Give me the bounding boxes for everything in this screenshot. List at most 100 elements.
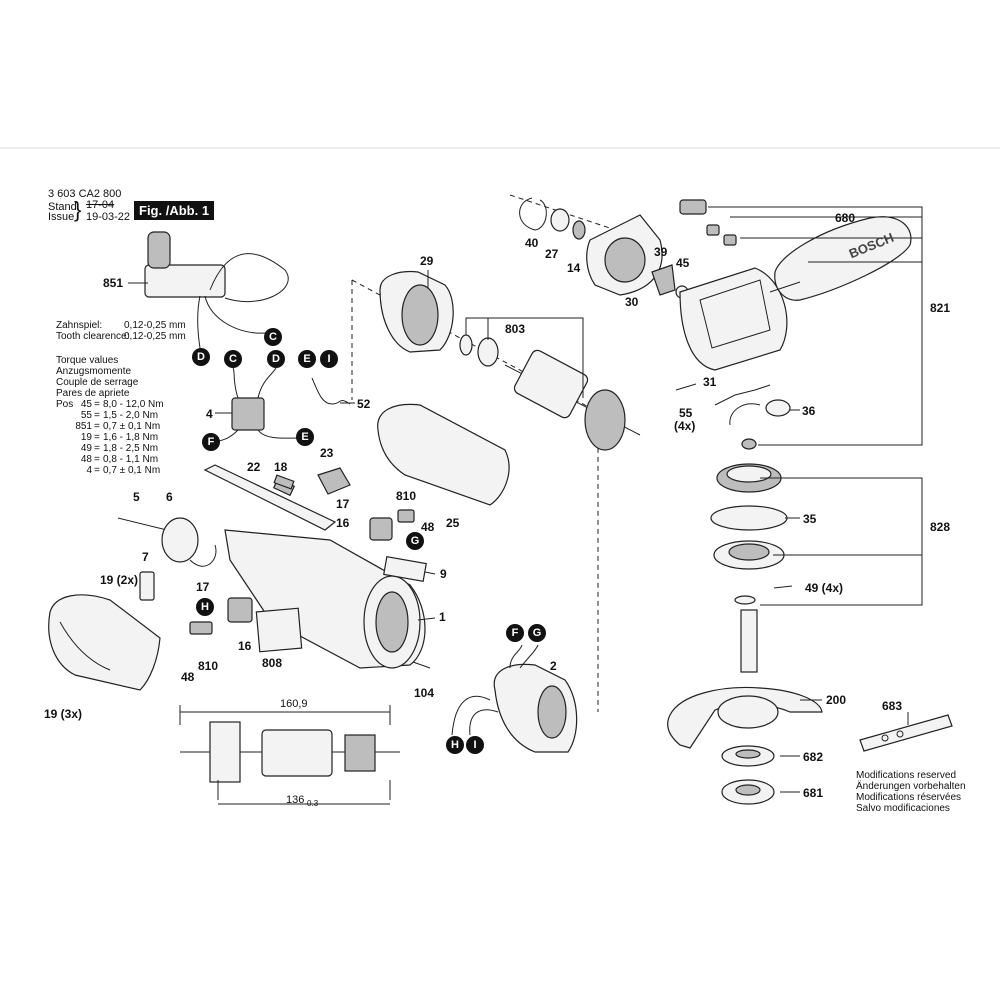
torque-value: 0,8 - 1,1 Nm xyxy=(103,454,159,465)
note-fr: Modifications réservées xyxy=(856,792,962,803)
connector-marker: F xyxy=(202,433,220,451)
torque-pos: 49 xyxy=(80,443,92,454)
part-label: 55 xyxy=(679,406,693,420)
part-label: 35 xyxy=(803,512,817,526)
part-828-gearset xyxy=(710,463,788,673)
torque-value: 1,8 - 2,5 Nm xyxy=(103,443,159,454)
part-label: 17 xyxy=(196,580,210,594)
part-label: 200 xyxy=(826,693,847,707)
part-label: 5 xyxy=(133,490,140,504)
torque-value: 0,7 ± 0,1 Nm xyxy=(103,465,161,476)
part-label: 39 xyxy=(654,245,668,259)
part-30-gear-housing xyxy=(586,214,663,296)
connector-marker: D xyxy=(192,348,210,366)
dim-core: 136-0.3 xyxy=(286,794,319,809)
connector-marker: G xyxy=(528,624,546,642)
part-2-field-coil xyxy=(451,644,578,753)
issue-label: Issue xyxy=(48,211,75,223)
connector-marker: F xyxy=(506,624,524,642)
part-803-armature xyxy=(504,349,641,451)
part-label: 4 xyxy=(206,407,213,421)
issue-value: 19-03-22 xyxy=(86,211,131,223)
connector-marker: H xyxy=(446,736,464,754)
torque-eq: = xyxy=(94,443,100,454)
connector-marker: C xyxy=(264,328,282,346)
part-label: 683 xyxy=(882,699,903,713)
torque-pos: 4 xyxy=(86,465,92,476)
part-label: 681 xyxy=(803,786,824,800)
part-label: 29 xyxy=(420,254,434,268)
part-label: 821 xyxy=(930,301,951,315)
note-es: Salvo modificaciones xyxy=(856,803,950,814)
part-label: 16 xyxy=(238,639,252,653)
part-label: 49 (4x) xyxy=(805,581,844,595)
stand-value: 17-04 xyxy=(86,199,115,211)
clearance-2-value: 0,12-0,25 mm xyxy=(124,331,186,342)
torque-title-es: Pares de apriete xyxy=(56,388,130,399)
part-label: 18 xyxy=(274,460,288,474)
part-label: 9 xyxy=(440,567,447,581)
part-851-switch xyxy=(144,231,289,349)
connector-marker: C xyxy=(224,350,242,368)
torque-eq: = xyxy=(94,432,100,443)
part-821-gear-head xyxy=(679,267,788,371)
torque-pos-label: Pos xyxy=(56,399,74,410)
connector-marker: I xyxy=(320,350,338,368)
part-label: 1 xyxy=(439,610,446,624)
part-label: 828 xyxy=(930,520,951,534)
part-label: 6 xyxy=(166,490,173,504)
part-label: 16 xyxy=(336,516,350,530)
torque-pos: 19 xyxy=(80,432,92,443)
torque-pos: 45 xyxy=(80,399,92,410)
clearance-1-label: Zahnspiel: xyxy=(56,320,103,331)
torque-value: 1,5 - 2,0 Nm xyxy=(103,410,159,421)
connector-marker: D xyxy=(267,350,285,368)
torque-value: 0,7 ± 0,1 Nm xyxy=(103,421,161,432)
torque-value: 8,0 - 12,0 Nm xyxy=(103,399,164,410)
part-label: 810 xyxy=(198,659,219,673)
part-4-switch xyxy=(214,364,299,443)
torque-title-de: Anzugsmomente xyxy=(56,366,132,377)
part-label: 808 xyxy=(262,656,283,670)
part-label: 30 xyxy=(625,295,639,309)
torque-pos: 48 xyxy=(80,454,92,465)
part-label: 36 xyxy=(802,404,816,418)
part-label: (4x) xyxy=(674,419,696,433)
part-label: 40 xyxy=(525,236,539,250)
part-22-slide xyxy=(203,464,337,531)
connector-marker: G xyxy=(406,532,424,550)
connector-marker: E xyxy=(298,350,316,368)
part-label: 19 (2x) xyxy=(100,573,139,587)
part-label: 851 xyxy=(103,276,124,290)
part-29-fan-guide xyxy=(379,270,454,353)
part-label: 810 xyxy=(396,489,417,503)
torque-eq: = xyxy=(94,399,100,410)
torque-title-fr: Couple de serrage xyxy=(56,377,139,388)
part-label: 25 xyxy=(446,516,460,530)
part-1-motor-housing xyxy=(224,529,426,669)
part-label: 7 xyxy=(142,550,149,564)
note-de: Änderungen vorbehalten xyxy=(856,781,966,792)
doc-number: 3 603 CA2 800 xyxy=(48,188,122,200)
torque-eq: = xyxy=(94,410,100,421)
part-label: 48 xyxy=(181,670,195,684)
part-label: 17 xyxy=(336,497,350,511)
clearance-1-value: 0,12-0,25 mm xyxy=(124,320,186,331)
torque-pos: 55 xyxy=(80,410,92,421)
brace: } xyxy=(74,197,82,222)
part-label: 19 (3x) xyxy=(44,707,83,721)
part-label: 22 xyxy=(247,460,261,474)
connector-marker: E xyxy=(296,428,314,446)
torque-eq: = xyxy=(94,421,100,432)
note-en: Modifications reserved xyxy=(856,770,957,781)
part-label: 104 xyxy=(414,686,435,700)
part-label: 48 xyxy=(421,520,435,534)
part-label: 680 xyxy=(835,211,856,225)
stand-label: Stand xyxy=(48,201,77,213)
torque-title-en: Torque values xyxy=(56,355,119,366)
torque-eq: = xyxy=(94,465,100,476)
torque-eq: = xyxy=(94,454,100,465)
part-label: 2 xyxy=(550,659,557,673)
part-label: 682 xyxy=(803,750,824,764)
